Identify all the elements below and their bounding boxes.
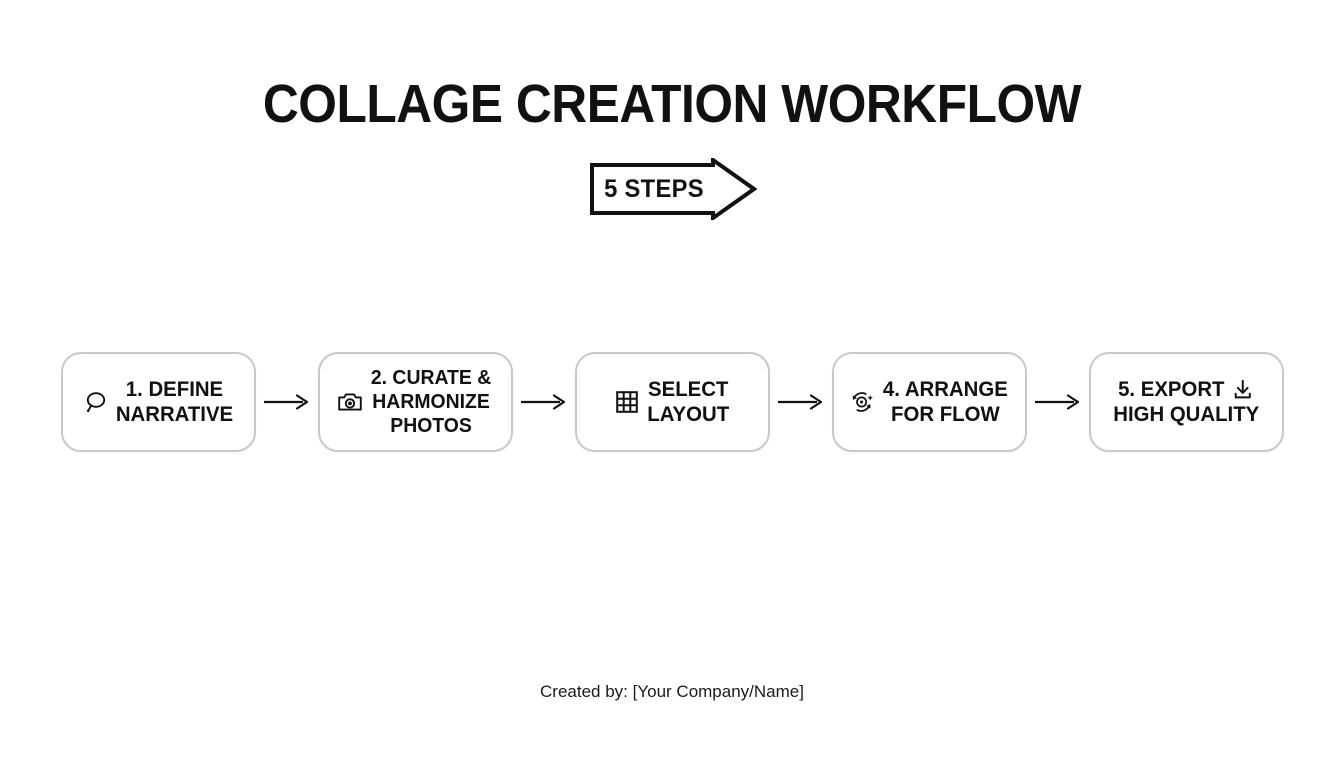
step-box-define-narrative[interactable]: 1. DEFINE NARRATIVE	[60, 352, 256, 452]
step-box-curate-harmonize-photos[interactable]: 2. CURATE & HARMONIZE PHOTOS	[317, 352, 513, 452]
workflow-row: 1. DEFINE NARRATIVE 2. CURATE & HARMONIZ…	[0, 352, 1344, 452]
step-label-5-line-1: 5. EXPORT	[1118, 377, 1254, 402]
connector-arrow-3	[770, 389, 832, 415]
step-label-2: 2. CURATE & HARMONIZE PHOTOS	[370, 367, 492, 437]
connector-arrow-2	[513, 389, 575, 415]
download-icon	[1231, 378, 1253, 401]
step-label-5: 5. EXPORT HIGH QUALITY	[1111, 377, 1262, 427]
footer-credit: Created by: [Your Company/Name]	[540, 682, 804, 701]
step-label-5-line-2: HIGH QUALITY	[1113, 403, 1259, 426]
step-box-arrange-for-flow[interactable]: 4. ARRANGE FOR FLOW	[831, 352, 1027, 452]
camera-icon	[337, 389, 363, 415]
right-arrow-banner-icon	[590, 158, 757, 220]
step-label-5-text-1: 5. EXPORT	[1118, 378, 1225, 401]
connector-arrow-4	[1027, 389, 1089, 415]
step-box-export-high-quality[interactable]: 5. EXPORT HIGH QUALITY	[1088, 352, 1284, 452]
step-label-1: 1. DEFINE NARRATIVE	[115, 378, 233, 426]
step-label-4: 4. ARRANGE FOR FLOW	[882, 378, 1008, 426]
speech-bubble-icon	[82, 389, 108, 415]
step-label-3: SELECT LAYOUT	[647, 378, 729, 426]
step-box-select-layout[interactable]: SELECT LAYOUT	[574, 352, 770, 452]
grid-layout-icon	[614, 389, 640, 415]
connector-arrow-1	[256, 389, 318, 415]
steps-banner: 5 STEPS	[589, 158, 757, 220]
steps-banner-label: 5 STEPS	[604, 174, 704, 203]
page-title: COLLAGE CREATION WORKFLOW	[262, 74, 1082, 134]
rotate-sparkle-icon	[849, 389, 875, 415]
